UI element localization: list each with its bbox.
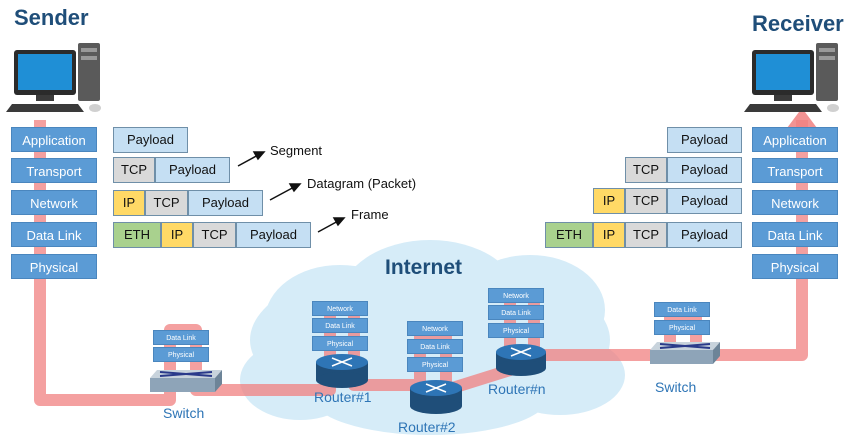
router1-icon xyxy=(316,354,368,388)
sender-frame-eth: ETH xyxy=(113,222,161,248)
sender-frame-tcp: TCP xyxy=(193,222,236,248)
receiver-segment-payload: Payload xyxy=(667,157,742,183)
receiver-layer-application: Application xyxy=(752,127,838,152)
sender-datagram-ip: IP xyxy=(113,190,145,216)
receiver-computer-icon xyxy=(744,43,839,112)
receiver-layer-transport: Transport xyxy=(752,158,838,183)
routern-layer-network: Network xyxy=(488,288,544,303)
receiver-frame-ip: IP xyxy=(593,222,625,248)
switch-left-icon xyxy=(150,370,222,392)
routern-label: Router#n xyxy=(488,381,546,397)
receiver-layer-physical: Physical xyxy=(752,254,838,279)
receiver-frame-tcp: TCP xyxy=(625,222,667,248)
switch-right-label: Switch xyxy=(655,379,697,395)
routern-layer-data-link: Data Link xyxy=(488,305,544,320)
internet-label: Internet xyxy=(385,256,463,279)
frame-arrow xyxy=(317,217,346,233)
frame-label: Frame xyxy=(351,207,389,222)
receiver-frame-eth: ETH xyxy=(545,222,593,248)
receiver-datagram-tcp: TCP xyxy=(625,188,667,214)
router2-layer-physical: Physical xyxy=(407,357,463,372)
datagram-label: Datagram (Packet) xyxy=(307,176,417,191)
sender-layer-data-link: Data Link xyxy=(11,222,97,247)
switch-left-layer-physical: Physical xyxy=(153,347,209,362)
sender-layer-transport: Transport xyxy=(11,158,97,183)
switch-right-layer-data-link: Data Link xyxy=(654,302,710,317)
router2-icon xyxy=(410,380,462,414)
sender-title: Sender xyxy=(14,5,89,30)
sender-frame-payload: Payload xyxy=(236,222,311,248)
sender-segment-payload: Payload xyxy=(155,157,230,183)
sender-datagram-payload: Payload xyxy=(188,190,263,216)
switch-left-layer-data-link: Data Link xyxy=(153,330,209,345)
router1-layer-network: Network xyxy=(312,301,368,316)
sender-layer-physical: Physical xyxy=(11,254,97,279)
sender-computer-icon xyxy=(6,43,101,112)
router1-layer-data-link: Data Link xyxy=(312,318,368,333)
router2-layer-data-link: Data Link xyxy=(407,339,463,354)
segment-arrow xyxy=(237,151,266,167)
receiver-datagram-payload: Payload xyxy=(667,188,742,214)
sender-frame-ip: IP xyxy=(161,222,193,248)
sender-datagram-tcp: TCP xyxy=(145,190,188,216)
router1-layer-physical: Physical xyxy=(312,336,368,351)
receiver-layer-data-link: Data Link xyxy=(752,222,838,247)
datagram-arrow xyxy=(269,183,302,201)
switch-right-icon xyxy=(650,342,720,364)
router2-layer-network: Network xyxy=(407,321,463,336)
switch-left-label: Switch xyxy=(163,405,205,421)
receiver-frame-payload: Payload xyxy=(667,222,742,248)
routern-icon xyxy=(496,344,546,376)
receiver-arrowhead xyxy=(784,108,820,132)
sender-app-payload: Payload xyxy=(113,127,188,153)
sender-layer-network: Network xyxy=(11,190,97,215)
sender-layer-application: Application xyxy=(11,127,97,152)
receiver-segment-tcp: TCP xyxy=(625,157,667,183)
router1-label: Router#1 xyxy=(314,389,372,405)
routern-layer-physical: Physical xyxy=(488,323,544,338)
receiver-title: Receiver xyxy=(752,11,844,36)
router2-label: Router#2 xyxy=(398,419,456,435)
receiver-layer-network: Network xyxy=(752,190,838,215)
receiver-datagram-ip: IP xyxy=(593,188,625,214)
segment-label: Segment xyxy=(270,143,323,158)
receiver-app-payload: Payload xyxy=(667,127,742,153)
sender-segment-tcp: TCP xyxy=(113,157,155,183)
switch-right-layer-physical: Physical xyxy=(654,320,710,335)
